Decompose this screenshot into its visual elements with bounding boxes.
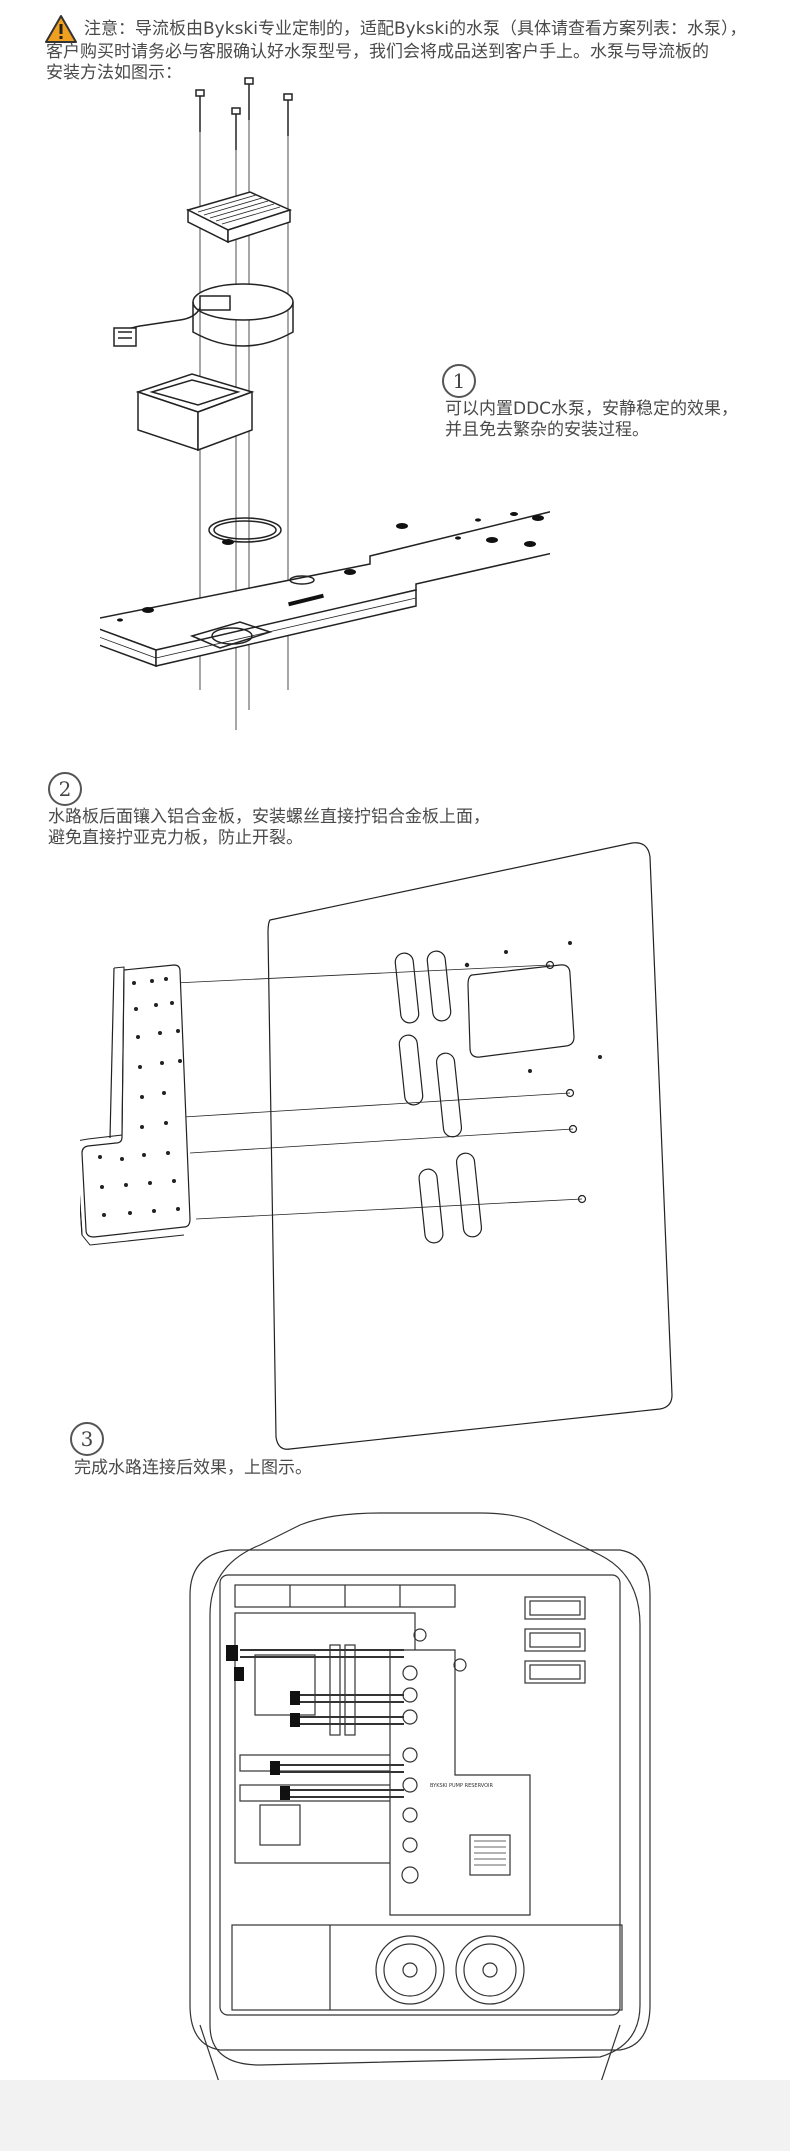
- panel-slot: [394, 950, 483, 1244]
- step-1-number: 1: [442, 364, 476, 398]
- o-ring: [208, 517, 282, 543]
- top-radiator: [234, 1584, 456, 1608]
- step-3-number: 3: [70, 1422, 104, 1456]
- bottom-fan: [375, 1935, 525, 2005]
- notice-line-3: 安装方法如图示：: [46, 63, 182, 83]
- psu-shroud: [231, 1924, 623, 2011]
- footer-band: [0, 2080, 790, 2151]
- step-2-line-1: 水路板后面镶入铝合金板，安装螺丝直接拧铝合金板上面，: [48, 807, 490, 827]
- warning-icon: [45, 15, 77, 43]
- distro-plate: BYKSKI PUMP RESERVOIR: [389, 1628, 531, 1916]
- step-3-line-1: 完成水路连接后效果，上图示。: [74, 1458, 312, 1478]
- distro-plate: [100, 511, 550, 668]
- step-1-line-2: 并且免去繁杂的安装过程。: [445, 420, 649, 440]
- pump-bracket: [135, 373, 255, 452]
- aluminum-backplate: [80, 964, 191, 1246]
- pump-exploded-diagram: [100, 77, 550, 730]
- step-1-line-1: 可以内置DDC水泵，安静稳定的效果，: [445, 399, 739, 419]
- backplate-mount-diagram: [80, 842, 673, 1450]
- coolant-tube: [240, 1649, 404, 1798]
- svg-text:BYKSKI PUMP RESERVOIR: BYKSKI PUMP RESERVOIR: [430, 1783, 494, 1789]
- completed-case-diagram: BYKSKI PUMP RESERVOIR: [189, 1512, 651, 2086]
- screw-icon: [195, 77, 293, 150]
- pump-cover: [185, 191, 293, 244]
- step-2-number: 2: [48, 772, 82, 806]
- pc-case: [209, 1512, 641, 2066]
- step-2-line-2: 避免直接拧亚克力板，防止开裂。: [48, 828, 303, 848]
- notice-line-1: 注意：导流板由Bykski专业定制的，适配Bykski的水泵（具体请查看方案列表…: [84, 19, 747, 39]
- ddc-pump: [113, 283, 294, 347]
- notice-line-2: 客户购买时请务必与客服确认好水泵型号，我们会将成品送到客户手上。水泵与导流板的: [46, 42, 709, 62]
- drive-bay: [524, 1596, 586, 1684]
- tube-fitting: [226, 1645, 300, 1800]
- acrylic-panel: [267, 842, 673, 1450]
